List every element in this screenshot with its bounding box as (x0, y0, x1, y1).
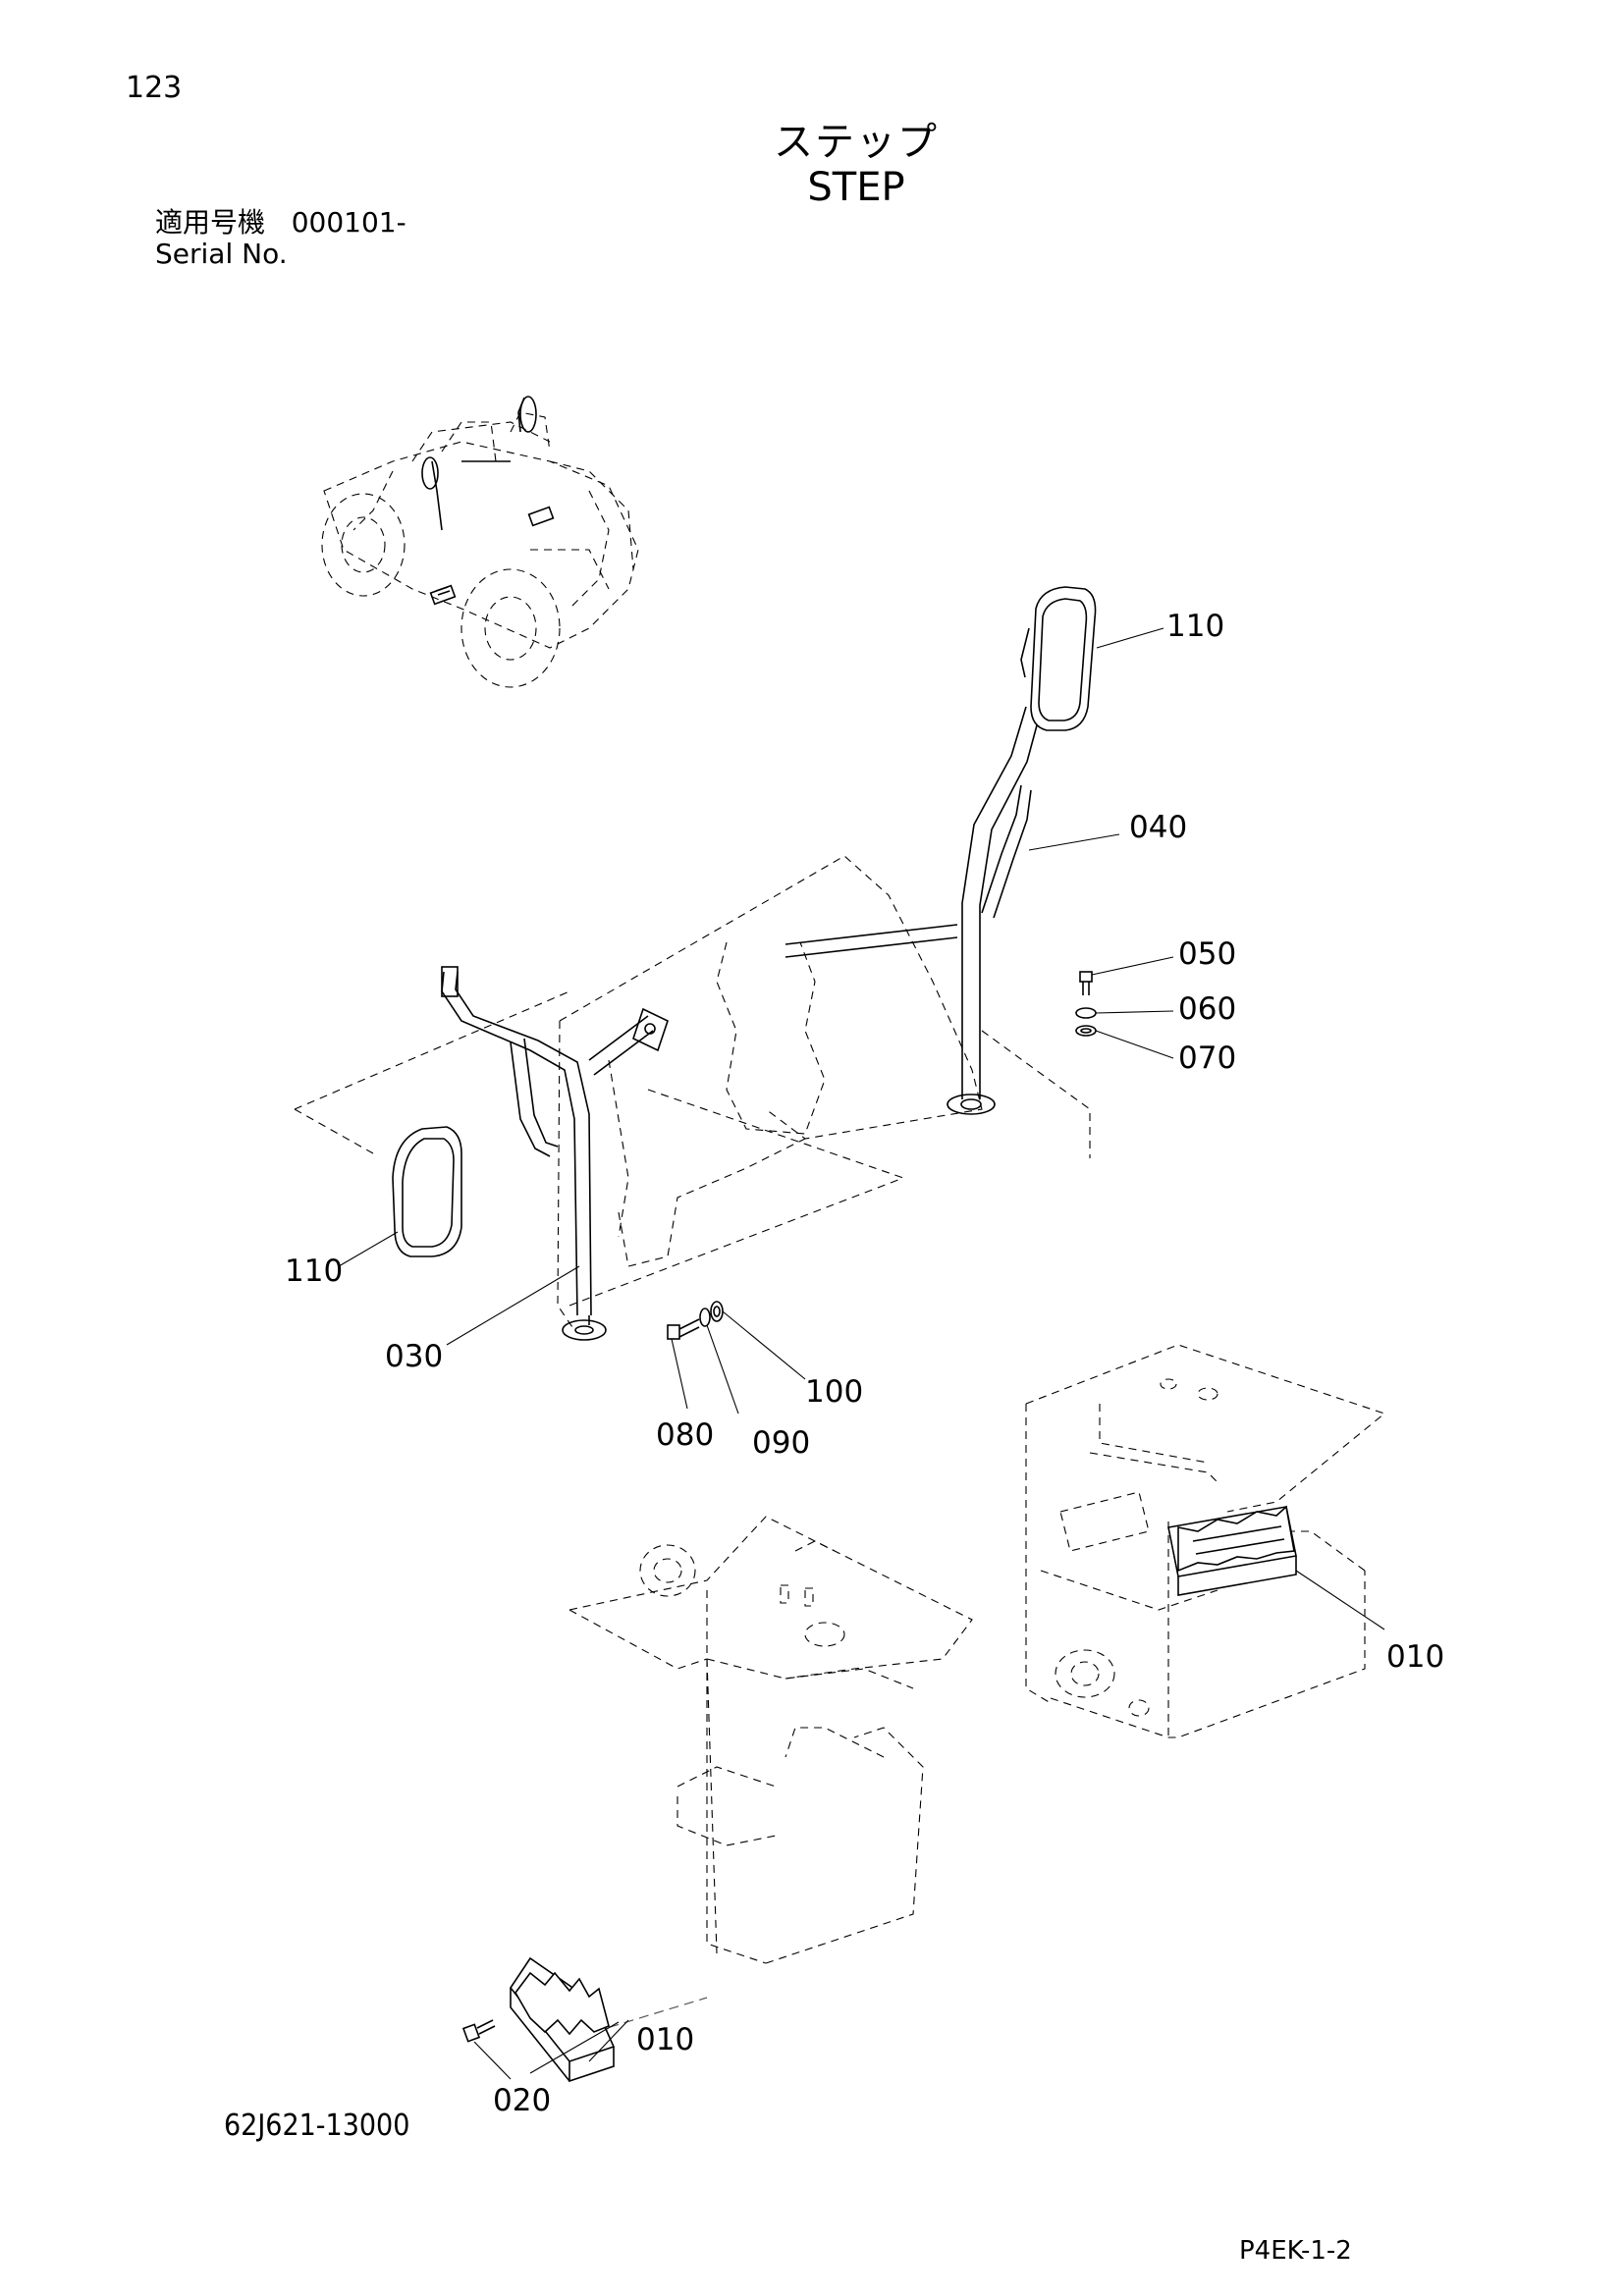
callout-020-bolt: 020 (493, 2083, 551, 2118)
bolt-020 (461, 2019, 496, 2043)
callout-060-washer: 060 (1178, 991, 1236, 1027)
drawing-number: 62J621-13000 (224, 2109, 410, 2143)
bolt-washers-080-090-100 (667, 1301, 724, 1340)
page-title-english: STEP (807, 165, 905, 210)
left-step-010 (510, 1956, 616, 2083)
callout-070-washer: 070 (1178, 1041, 1236, 1076)
callout-080-bolt: 080 (656, 1417, 714, 1453)
callout-110-right-mirror: 110 (1166, 609, 1224, 644)
machine-locator-view (321, 396, 639, 688)
left-lower-frame-phantom (568, 1516, 973, 2033)
callout-040-right-handrail: 040 (1129, 810, 1187, 845)
left-mirror-110 (392, 1126, 462, 1257)
right-mirror-110 (1020, 586, 1097, 731)
serial-number-line: 適用号機 000101- (155, 201, 406, 240)
page-number: 123 (126, 71, 183, 105)
bolt-washers-050-060-070 (1075, 971, 1097, 1037)
cab-frame-phantom (294, 855, 1091, 1331)
callout-010-right-step: 010 (1386, 1639, 1444, 1675)
serial-label-japanese: 適用号機 (155, 206, 266, 239)
callout-050-bolt: 050 (1178, 936, 1236, 972)
left-handrail-030 (441, 966, 669, 1341)
right-handrail-040 (785, 706, 1042, 1115)
callout-030-left-handrail: 030 (385, 1339, 443, 1374)
callout-leaders (338, 627, 1385, 2080)
callout-110-left-mirror: 110 (285, 1254, 343, 1289)
page-code: P4EK-1-2 (1239, 2236, 1352, 2266)
serial-label-english: Serial No. (155, 238, 288, 270)
callout-100-washer: 100 (805, 1374, 863, 1410)
serial-value: 000101- (291, 206, 406, 239)
callout-090-washer: 090 (752, 1425, 810, 1461)
page-title-japanese: ステップ (774, 120, 939, 165)
right-step-010 (1167, 1505, 1297, 1596)
callout-010-left-step: 010 (636, 2022, 694, 2057)
